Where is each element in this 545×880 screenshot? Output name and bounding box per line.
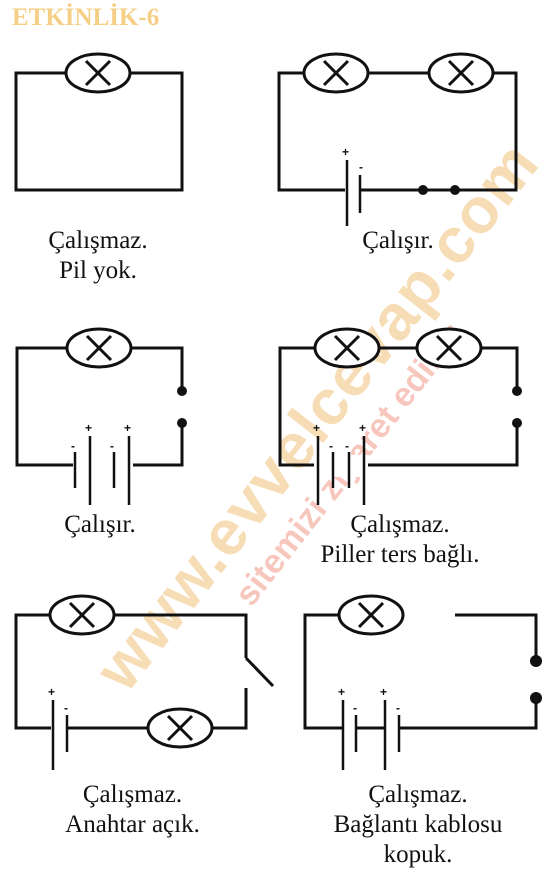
svg-text:+: + [313, 421, 320, 435]
caption-circuit-1: Çalışmaz. Pil yok. [18, 226, 178, 286]
circuit-4-bulb-right [415, 327, 483, 369]
svg-text:+: + [124, 421, 131, 435]
caption-line: kopuk. [383, 841, 453, 868]
circuit-2-bulb-left [302, 52, 370, 94]
circuit-6-batteries: + - + - [338, 685, 401, 770]
circuit-5-battery: + - [48, 685, 69, 770]
caption-line: Bağlantı kablosu [333, 811, 503, 838]
svg-text:-: - [345, 439, 349, 453]
caption-line: Çalışmaz. [82, 781, 183, 808]
caption-line: Çalışmaz. [350, 511, 450, 538]
circuit-6: + - + - [303, 594, 542, 770]
circuit-6-wire-right [399, 613, 538, 730]
circuit-6-terminal [530, 655, 542, 667]
circuit-2-terminal [450, 185, 460, 195]
circuit-3-terminal [177, 418, 187, 428]
circuit-5-wire-bottom [212, 688, 248, 730]
circuit-1 [14, 52, 184, 192]
caption-line: Çalışmaz. [368, 781, 468, 808]
activity-title: ETKİNLİK-6 [12, 4, 160, 31]
caption-circuit-4: Çalışmaz. Piller ters bağlı. [300, 510, 500, 570]
circuit-6-terminal [530, 692, 542, 704]
caption-circuit-3: Çalışır. [20, 510, 180, 540]
caption-line: Çalışır. [64, 511, 136, 538]
circuit-2-wire-right [361, 71, 518, 192]
svg-text:+: + [85, 421, 92, 435]
circuit-2-bulb-right [427, 52, 495, 94]
svg-text:-: - [396, 701, 400, 715]
svg-text:-: - [329, 439, 333, 453]
circuit-6-wire-left [303, 613, 342, 730]
circuit-2-terminal [418, 185, 428, 195]
circuit-1-wire [14, 71, 184, 192]
svg-text:-: - [359, 160, 363, 174]
circuit-3: - + - + [15, 327, 188, 505]
svg-text:+: + [338, 685, 345, 699]
caption-line: Çalışır. [362, 227, 434, 254]
circuit-2-battery: + - [342, 145, 363, 226]
caption-line: Pil yok. [59, 257, 137, 284]
circuit-3-batteries: - + - + [71, 421, 133, 505]
caption-line: Anahtar açık. [65, 811, 200, 838]
svg-text:-: - [71, 439, 75, 453]
circuit-6-bulb [337, 594, 405, 636]
circuit-5-wire-top [14, 613, 51, 730]
svg-text:-: - [64, 701, 68, 715]
circuit-5-bulb-bottom [146, 707, 214, 749]
circuit-4-terminal [512, 386, 522, 396]
svg-text:+: + [380, 685, 387, 699]
caption-circuit-2: Çalışır. [318, 226, 478, 256]
circuit-1-bulb [64, 52, 132, 94]
circuit-5-wire-right [114, 613, 248, 658]
svg-text:+: + [342, 145, 349, 159]
caption-line: Piller ters bağlı. [320, 541, 480, 568]
svg-text:+: + [359, 421, 366, 435]
circuit-4-terminal [512, 418, 522, 428]
circuit-5-bulb-top [48, 594, 116, 636]
circuit-5-switch-lever [244, 656, 275, 688]
circuit-3-terminal [177, 386, 187, 396]
svg-text:-: - [353, 701, 357, 715]
caption-circuit-6: Çalışmaz. Bağlantı kablosu kopuk. [318, 780, 518, 870]
svg-text:+: + [48, 685, 55, 699]
circuit-3-bulb [65, 327, 133, 369]
circuit-5: + - [14, 594, 275, 770]
circuit-4-bulb-left [313, 327, 381, 369]
svg-text:-: - [110, 439, 114, 453]
circuit-2-wire-top [277, 71, 345, 192]
circuit-4: + - - + [278, 327, 523, 505]
caption-line: Çalışmaz. [48, 227, 148, 254]
circuit-4-batteries: + - - + [313, 421, 368, 505]
caption-circuit-5: Çalışmaz. Anahtar açık. [40, 780, 225, 840]
circuit-2: + - [277, 52, 518, 226]
circuit-4-wire [278, 346, 519, 467]
